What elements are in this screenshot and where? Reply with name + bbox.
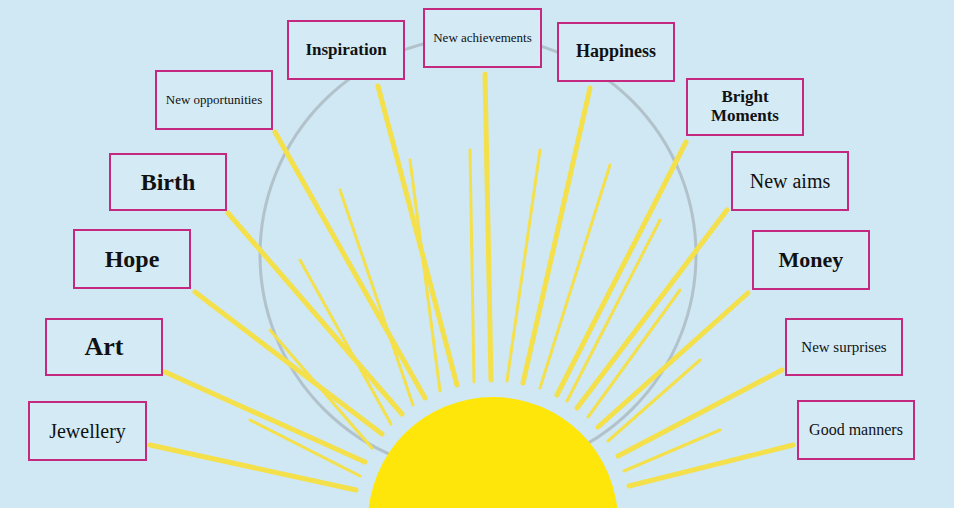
- word-box: Bright Moments: [686, 78, 804, 136]
- word-box: Good manners: [797, 400, 915, 460]
- word-box: New opportunities: [155, 70, 273, 130]
- word-box: Hope: [73, 229, 191, 289]
- word-box: Inspiration: [287, 20, 405, 80]
- box-label: Money: [779, 248, 844, 272]
- word-box: Jewellery: [28, 401, 147, 461]
- box-label: Inspiration: [305, 41, 386, 60]
- word-box: Money: [752, 230, 870, 290]
- box-label: New surprises: [801, 339, 886, 356]
- box-label: Hope: [105, 246, 160, 272]
- box-label: New opportunities: [166, 93, 262, 107]
- box-label: Art: [85, 333, 124, 362]
- word-box: Birth: [109, 153, 227, 211]
- box-label: Happiness: [576, 42, 656, 62]
- box-label: New achievements: [433, 31, 532, 45]
- box-label: Jewellery: [49, 420, 126, 442]
- box-label: Birth: [141, 169, 196, 195]
- sun-disc: [368, 397, 618, 508]
- box-label: Good manners: [809, 421, 903, 439]
- word-box: New achievements: [423, 8, 542, 68]
- word-box: New surprises: [785, 318, 903, 376]
- word-box: Art: [45, 318, 163, 376]
- word-box: New aims: [731, 151, 849, 211]
- word-box: Happiness: [557, 22, 675, 82]
- box-label: New aims: [750, 170, 831, 192]
- box-label: Bright Moments: [693, 88, 797, 125]
